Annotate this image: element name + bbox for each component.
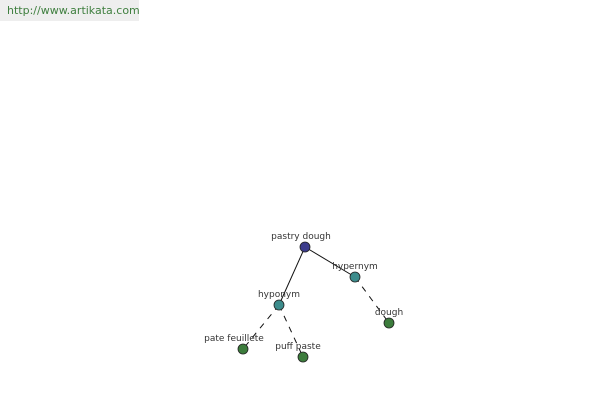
- node-dough[interactable]: [383, 317, 395, 329]
- edge-hyponym-pate-feuillete: [242, 304, 280, 350]
- label-hypernym[interactable]: hypernym: [332, 262, 378, 272]
- node-pate-feuillete[interactable]: [237, 343, 249, 355]
- node-hyponym[interactable]: [273, 299, 285, 311]
- edge-hypernym-dough: [354, 276, 390, 324]
- source-url[interactable]: http://www.artikata.com: [0, 0, 140, 21]
- edge-hyponym-puff-paste: [278, 304, 304, 358]
- label-hyponym[interactable]: hyponym: [258, 290, 300, 300]
- node-puff-paste[interactable]: [297, 351, 309, 363]
- edge-root-hyponym: [278, 246, 306, 306]
- edge-root-hypernym: [304, 246, 356, 278]
- label-puff-paste[interactable]: puff paste: [275, 342, 321, 352]
- node-hypernym[interactable]: [349, 271, 361, 283]
- label-pate-feuillete[interactable]: pate feuillete: [204, 334, 264, 344]
- label-dough[interactable]: dough: [375, 308, 403, 318]
- label-pastry-dough[interactable]: pastry dough: [271, 232, 331, 242]
- node-pastry-dough[interactable]: [299, 241, 311, 253]
